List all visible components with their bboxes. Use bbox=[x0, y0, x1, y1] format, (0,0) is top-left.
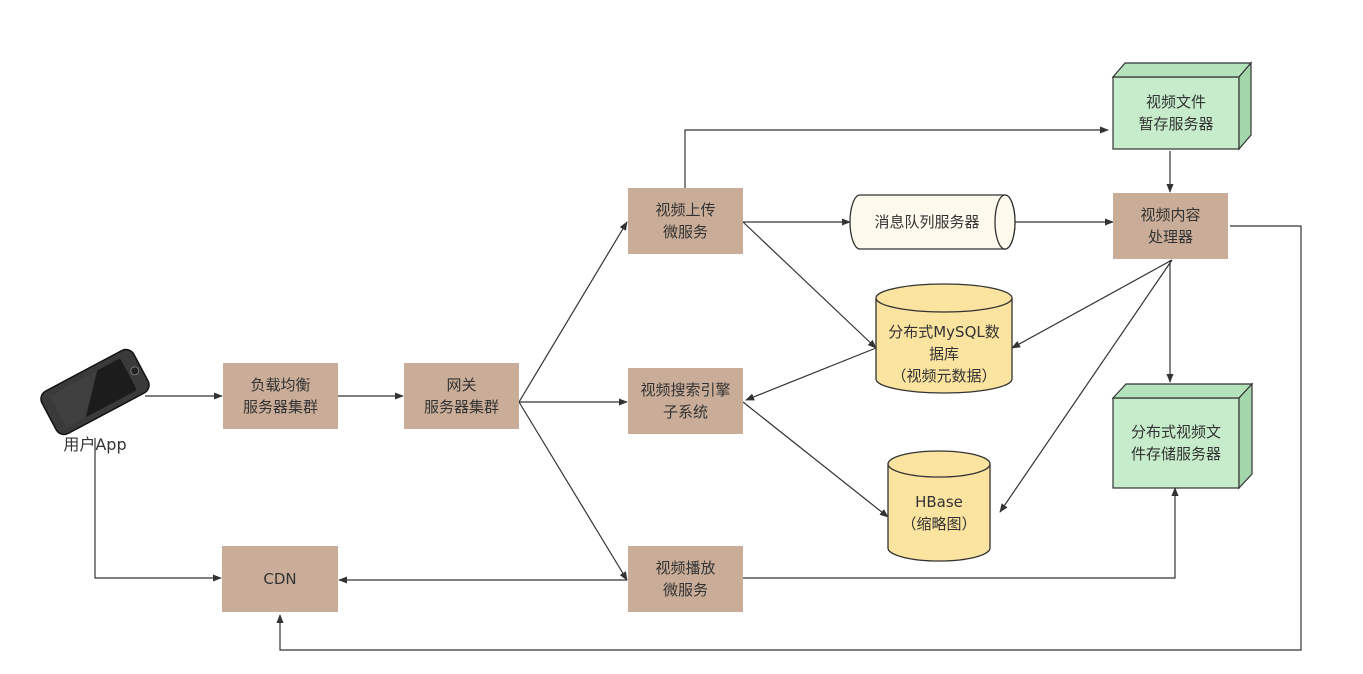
load-balancer-box bbox=[223, 363, 338, 429]
hbase-label: HBase （缩略图） bbox=[901, 493, 977, 533]
gateway-box bbox=[404, 363, 519, 429]
edge-play-to-dist-storage bbox=[743, 487, 1179, 579]
edge-gateway-to-upload bbox=[518, 221, 628, 403]
temp-storage-cube bbox=[1111, 61, 1253, 151]
search-engine-box bbox=[628, 368, 743, 434]
gateway-label: 网关 服务器集群 bbox=[423, 376, 499, 416]
edge-processor-to-mysql bbox=[1011, 259, 1173, 349]
edge-app-to-cdn bbox=[94, 438, 222, 582]
dist-storage-label: 分布式视频文 件存储服务器 bbox=[1130, 423, 1221, 463]
search-engine-label: 视频搜索引擎 子系统 bbox=[640, 381, 731, 421]
user-app-label: 用户App bbox=[63, 435, 127, 454]
temp-storage-label: 视频文件 暂存服务器 bbox=[1138, 93, 1214, 133]
content-processor-box bbox=[1113, 193, 1228, 259]
upload-service-label: 视频上传 微服务 bbox=[655, 201, 716, 241]
edge-upload-to-temp-storage bbox=[684, 126, 1109, 188]
cdn-label: CDN bbox=[263, 570, 297, 588]
edge-gateway-to-play bbox=[518, 401, 628, 581]
load-balancer-label: 负载均衡 服务器集群 bbox=[242, 376, 318, 416]
connectors bbox=[94, 126, 1302, 651]
dist-storage-cube bbox=[1111, 382, 1254, 490]
hbase-cylinder bbox=[887, 450, 991, 562]
upload-service-box bbox=[628, 188, 743, 254]
play-service-label: 视频播放 微服务 bbox=[655, 559, 716, 599]
phone-icon bbox=[40, 348, 150, 436]
mysql-label: 分布式MySQL数 据库 （视频元数据） bbox=[888, 323, 1000, 385]
mysql-cylinder bbox=[875, 283, 1013, 394]
play-service-box bbox=[628, 546, 743, 612]
content-processor-label: 视频内容 处理器 bbox=[1140, 206, 1201, 246]
edge-search-to-hbase bbox=[742, 401, 889, 518]
edge-processor-to-cdn bbox=[276, 225, 1302, 651]
message-queue-shape bbox=[849, 194, 1016, 250]
edge-upload-to-mysql bbox=[742, 221, 877, 349]
edge-mysql-to-search bbox=[745, 347, 877, 401]
message-queue-label: 消息队列服务器 bbox=[874, 213, 980, 231]
cdn-box bbox=[222, 546, 338, 612]
edge-processor-to-hbase bbox=[999, 259, 1173, 513]
